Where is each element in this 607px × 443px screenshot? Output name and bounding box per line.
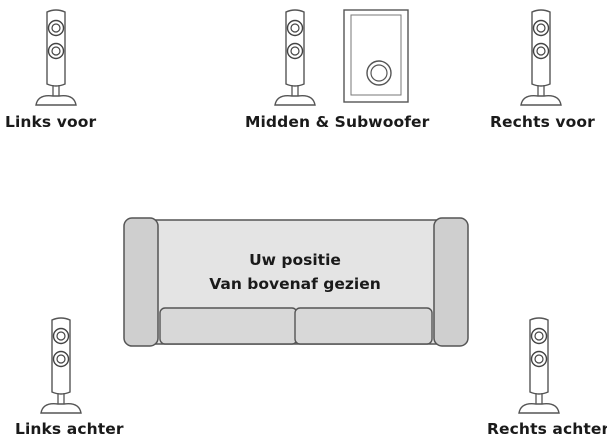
- front-left-speaker-icon: [26, 6, 86, 106]
- front-right-label: Rechts voor: [490, 113, 595, 131]
- couch-line2: Van bovenaf gezien: [209, 275, 381, 293]
- listener-position-text: Uw positie Van bovenaf gezien: [160, 248, 430, 296]
- rear-left-label: Links achter: [15, 420, 124, 438]
- couch-diagram: [122, 216, 470, 348]
- front-right-speaker-icon: [511, 6, 571, 106]
- rear-left-speaker-icon: [31, 314, 91, 414]
- center-subwoofer-label: Midden & Subwoofer: [245, 113, 430, 131]
- center-speaker-icon: [265, 6, 325, 106]
- couch-line1: Uw positie: [249, 251, 341, 269]
- rear-right-speaker-icon: [509, 314, 569, 414]
- rear-right-label: Rechts achter: [487, 420, 607, 438]
- subwoofer-icon: [341, 7, 411, 105]
- front-left-label: Links voor: [5, 113, 97, 131]
